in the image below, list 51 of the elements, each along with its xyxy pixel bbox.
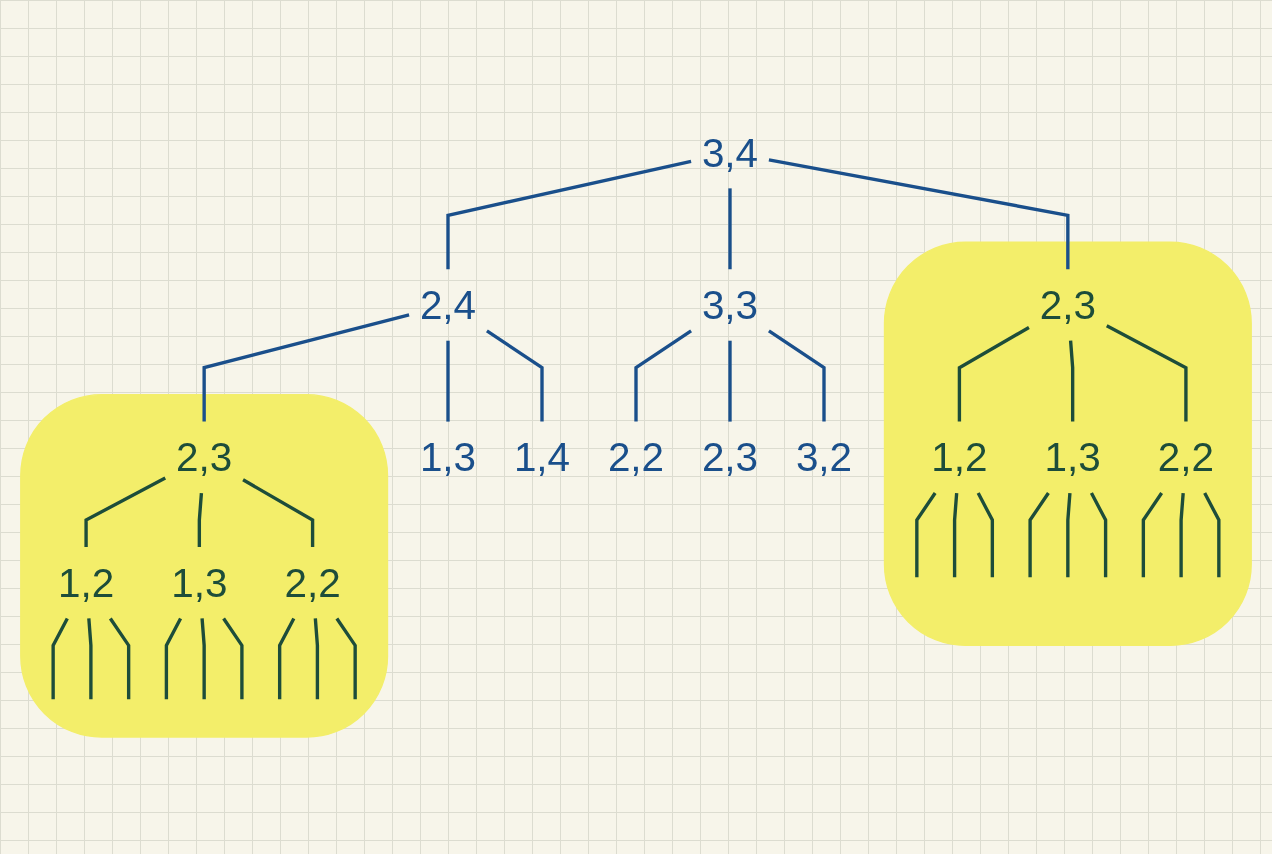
node-text: 2,2 (1157, 435, 1215, 480)
connector (728, 340, 732, 422)
connector (446, 159, 692, 270)
cluster (20, 393, 389, 738)
connector (87, 618, 93, 700)
connector (164, 617, 183, 700)
node-text: 2,2 (607, 435, 665, 480)
node-text: 1,3 (419, 435, 477, 480)
node-text: 3,3 (701, 282, 759, 328)
connector (485, 329, 544, 422)
connector (1028, 492, 1050, 578)
connector (976, 492, 995, 578)
connector (313, 618, 320, 700)
connector (768, 158, 1070, 270)
connector (277, 617, 296, 700)
node-text: 2,4 (419, 282, 477, 328)
node-text: 2,3 (1039, 282, 1096, 328)
node-text: 1,2 (931, 435, 988, 480)
connector (1105, 324, 1188, 422)
node-text: 1,2 (57, 560, 115, 605)
connector (51, 617, 69, 700)
connector (222, 617, 244, 700)
node-text: 2,3 (176, 435, 233, 480)
connector (335, 617, 357, 700)
node-text: 1,3 (1044, 435, 1101, 480)
node-text: 3,2 (795, 435, 853, 480)
connector (1068, 340, 1075, 422)
connector (200, 618, 206, 700)
connector (957, 326, 1030, 422)
connector (242, 478, 315, 547)
cluster (883, 241, 1252, 647)
connector (1066, 492, 1072, 578)
node-text: 2,2 (284, 560, 341, 605)
connector (634, 329, 693, 422)
node-text: 3,4 (701, 130, 759, 175)
connector (446, 340, 450, 422)
node-text: 1,3 (171, 560, 228, 605)
connector (1141, 492, 1164, 578)
node-text: 1,4 (513, 435, 571, 480)
connector (1089, 492, 1108, 578)
connector (202, 313, 410, 422)
connector (728, 188, 732, 270)
connector (915, 492, 937, 578)
connector (197, 492, 204, 547)
connector (84, 476, 167, 547)
connector (952, 492, 959, 578)
connector (1179, 492, 1185, 578)
connector (1203, 492, 1221, 578)
connector (767, 329, 826, 422)
node-text: 2,3 (701, 435, 759, 480)
connector (108, 617, 131, 700)
